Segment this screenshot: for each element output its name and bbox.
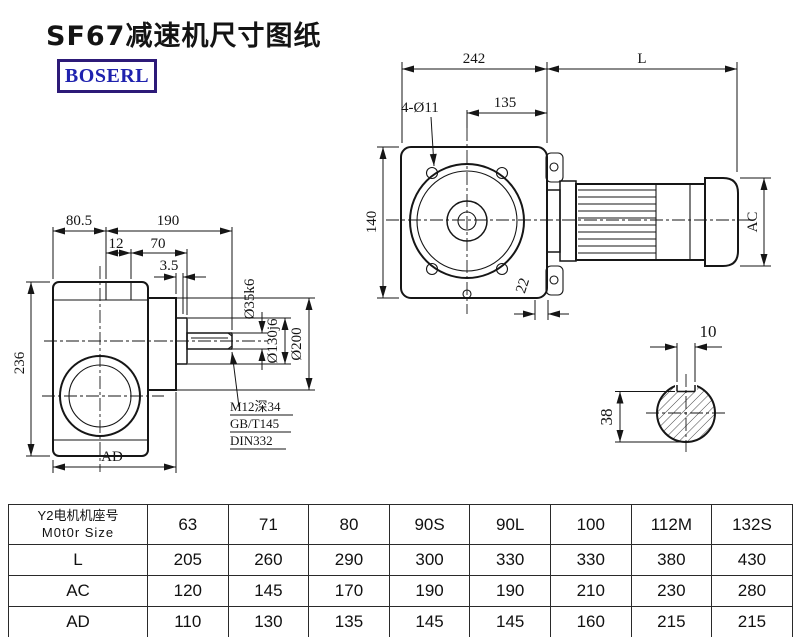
bolt-hole [495,166,509,180]
dim-22: 22 [513,276,533,295]
motor-frame-size: 71 [227,504,310,545]
value-AD: 130 [227,606,310,637]
value-AD: 160 [549,606,632,637]
motor-size-label-cn: Y2电机机座号 [37,508,119,524]
page-title: SF67减速机尺寸图纸 [46,21,322,52]
dim-80-5: 80.5 [66,213,92,229]
value-L: 330 [469,544,551,576]
value-L: 205 [147,544,229,576]
motor-frame-size: 90S [388,504,471,545]
technical-drawing: 242 L 135 4-Ø11 140 AC 22 [12,51,771,473]
value-L: 430 [711,544,793,576]
dim-spigot-diameter: Ø130j6 [265,318,281,364]
dim-190: 190 [157,213,180,229]
dim-AC: AC [745,212,761,233]
dim-shaft-diameter: Ø35k6 [242,278,258,319]
value-AC: 230 [630,575,713,607]
motor-fins [578,189,656,254]
row-label-AC: AC [8,575,148,607]
bolt-hole [495,262,509,276]
dim-flange-diameter: Ø200 [289,327,305,360]
dim-3-5: 3.5 [160,258,179,274]
table-row-AD: AD 110 130 135 145 145 160 215 215 [8,606,793,637]
motor-dimension-table: Y2电机机座号 M0t0r Size 63 71 80 90S 90L 100 … [8,504,793,637]
table-row-L: L 205 260 290 300 330 330 380 430 [8,544,793,576]
dim-135: 135 [494,95,517,111]
motor-frame-size: 132S [711,504,793,545]
value-AC: 170 [308,575,390,607]
motor-frame-size: 100 [549,504,632,545]
value-AD: 215 [711,606,793,637]
value-AC: 210 [549,575,632,607]
front-view: 242 L 135 4-Ø11 140 AC 22 [364,51,771,320]
table-row-sizes: Y2电机机座号 M0t0r Size 63 71 80 90S 90L 100 … [8,504,793,545]
value-AC: 145 [227,575,310,607]
value-AD: 110 [147,606,229,637]
motor-size-header-cell: Y2电机机座号 M0t0r Size [8,504,148,545]
dim-140: 140 [364,211,380,234]
row-label-L: L [8,544,148,576]
value-AC: 280 [711,575,793,607]
output-bore-circle [59,355,141,437]
shaft-end-view: 10 38 [597,322,726,452]
gear-housing [400,146,548,299]
input-shaft [186,332,233,350]
dim-10: 10 [700,322,717,341]
motor-body [575,183,706,261]
note-gb-standard: GB/T145 [230,416,279,431]
row-label-AD: AD [8,606,148,637]
note-din-standard: DIN332 [230,433,273,448]
dim-236: 236 [12,351,28,374]
hub-circle [446,200,488,242]
value-L: 300 [388,544,471,576]
value-AD: 215 [630,606,713,637]
dim-242: 242 [463,51,486,67]
motor-frame-size: 112M [630,504,713,545]
motor-frame-size: 80 [308,504,390,545]
motor-size-label-en: M0t0r Size [41,524,115,540]
fan-cover [704,177,739,267]
value-L: 380 [630,544,713,576]
value-AC: 120 [147,575,229,607]
bolt-hole [425,262,439,276]
note-tapped-hole: M12深34 [230,399,281,414]
flange-circle [409,163,525,279]
motor-frame-size: 63 [147,504,229,545]
dim-AD: AD [101,449,123,465]
value-L: 330 [549,544,632,576]
brand-logo: BOSERL [57,59,157,93]
bolt-hole [425,166,439,180]
value-AD: 145 [388,606,471,637]
side-view: 80.5 190 12 70 3.5 236 Ø35k6 Ø130j [12,213,315,473]
output-flange [147,297,177,391]
dim-70: 70 [151,236,166,252]
dim-12: 12 [109,236,124,252]
value-L: 260 [227,544,310,576]
value-AD: 145 [469,606,551,637]
dim-L: L [637,51,646,67]
value-AC: 190 [469,575,551,607]
motor-frame-size: 90L [469,504,551,545]
table-row-AC: AC 120 145 170 190 190 210 230 280 [8,575,793,607]
dim-38: 38 [597,409,616,426]
value-AC: 190 [388,575,471,607]
value-L: 290 [308,544,390,576]
gearbox-body [52,281,149,457]
dim-bolt-holes: 4-Ø11 [401,100,439,116]
value-AD: 135 [308,606,390,637]
